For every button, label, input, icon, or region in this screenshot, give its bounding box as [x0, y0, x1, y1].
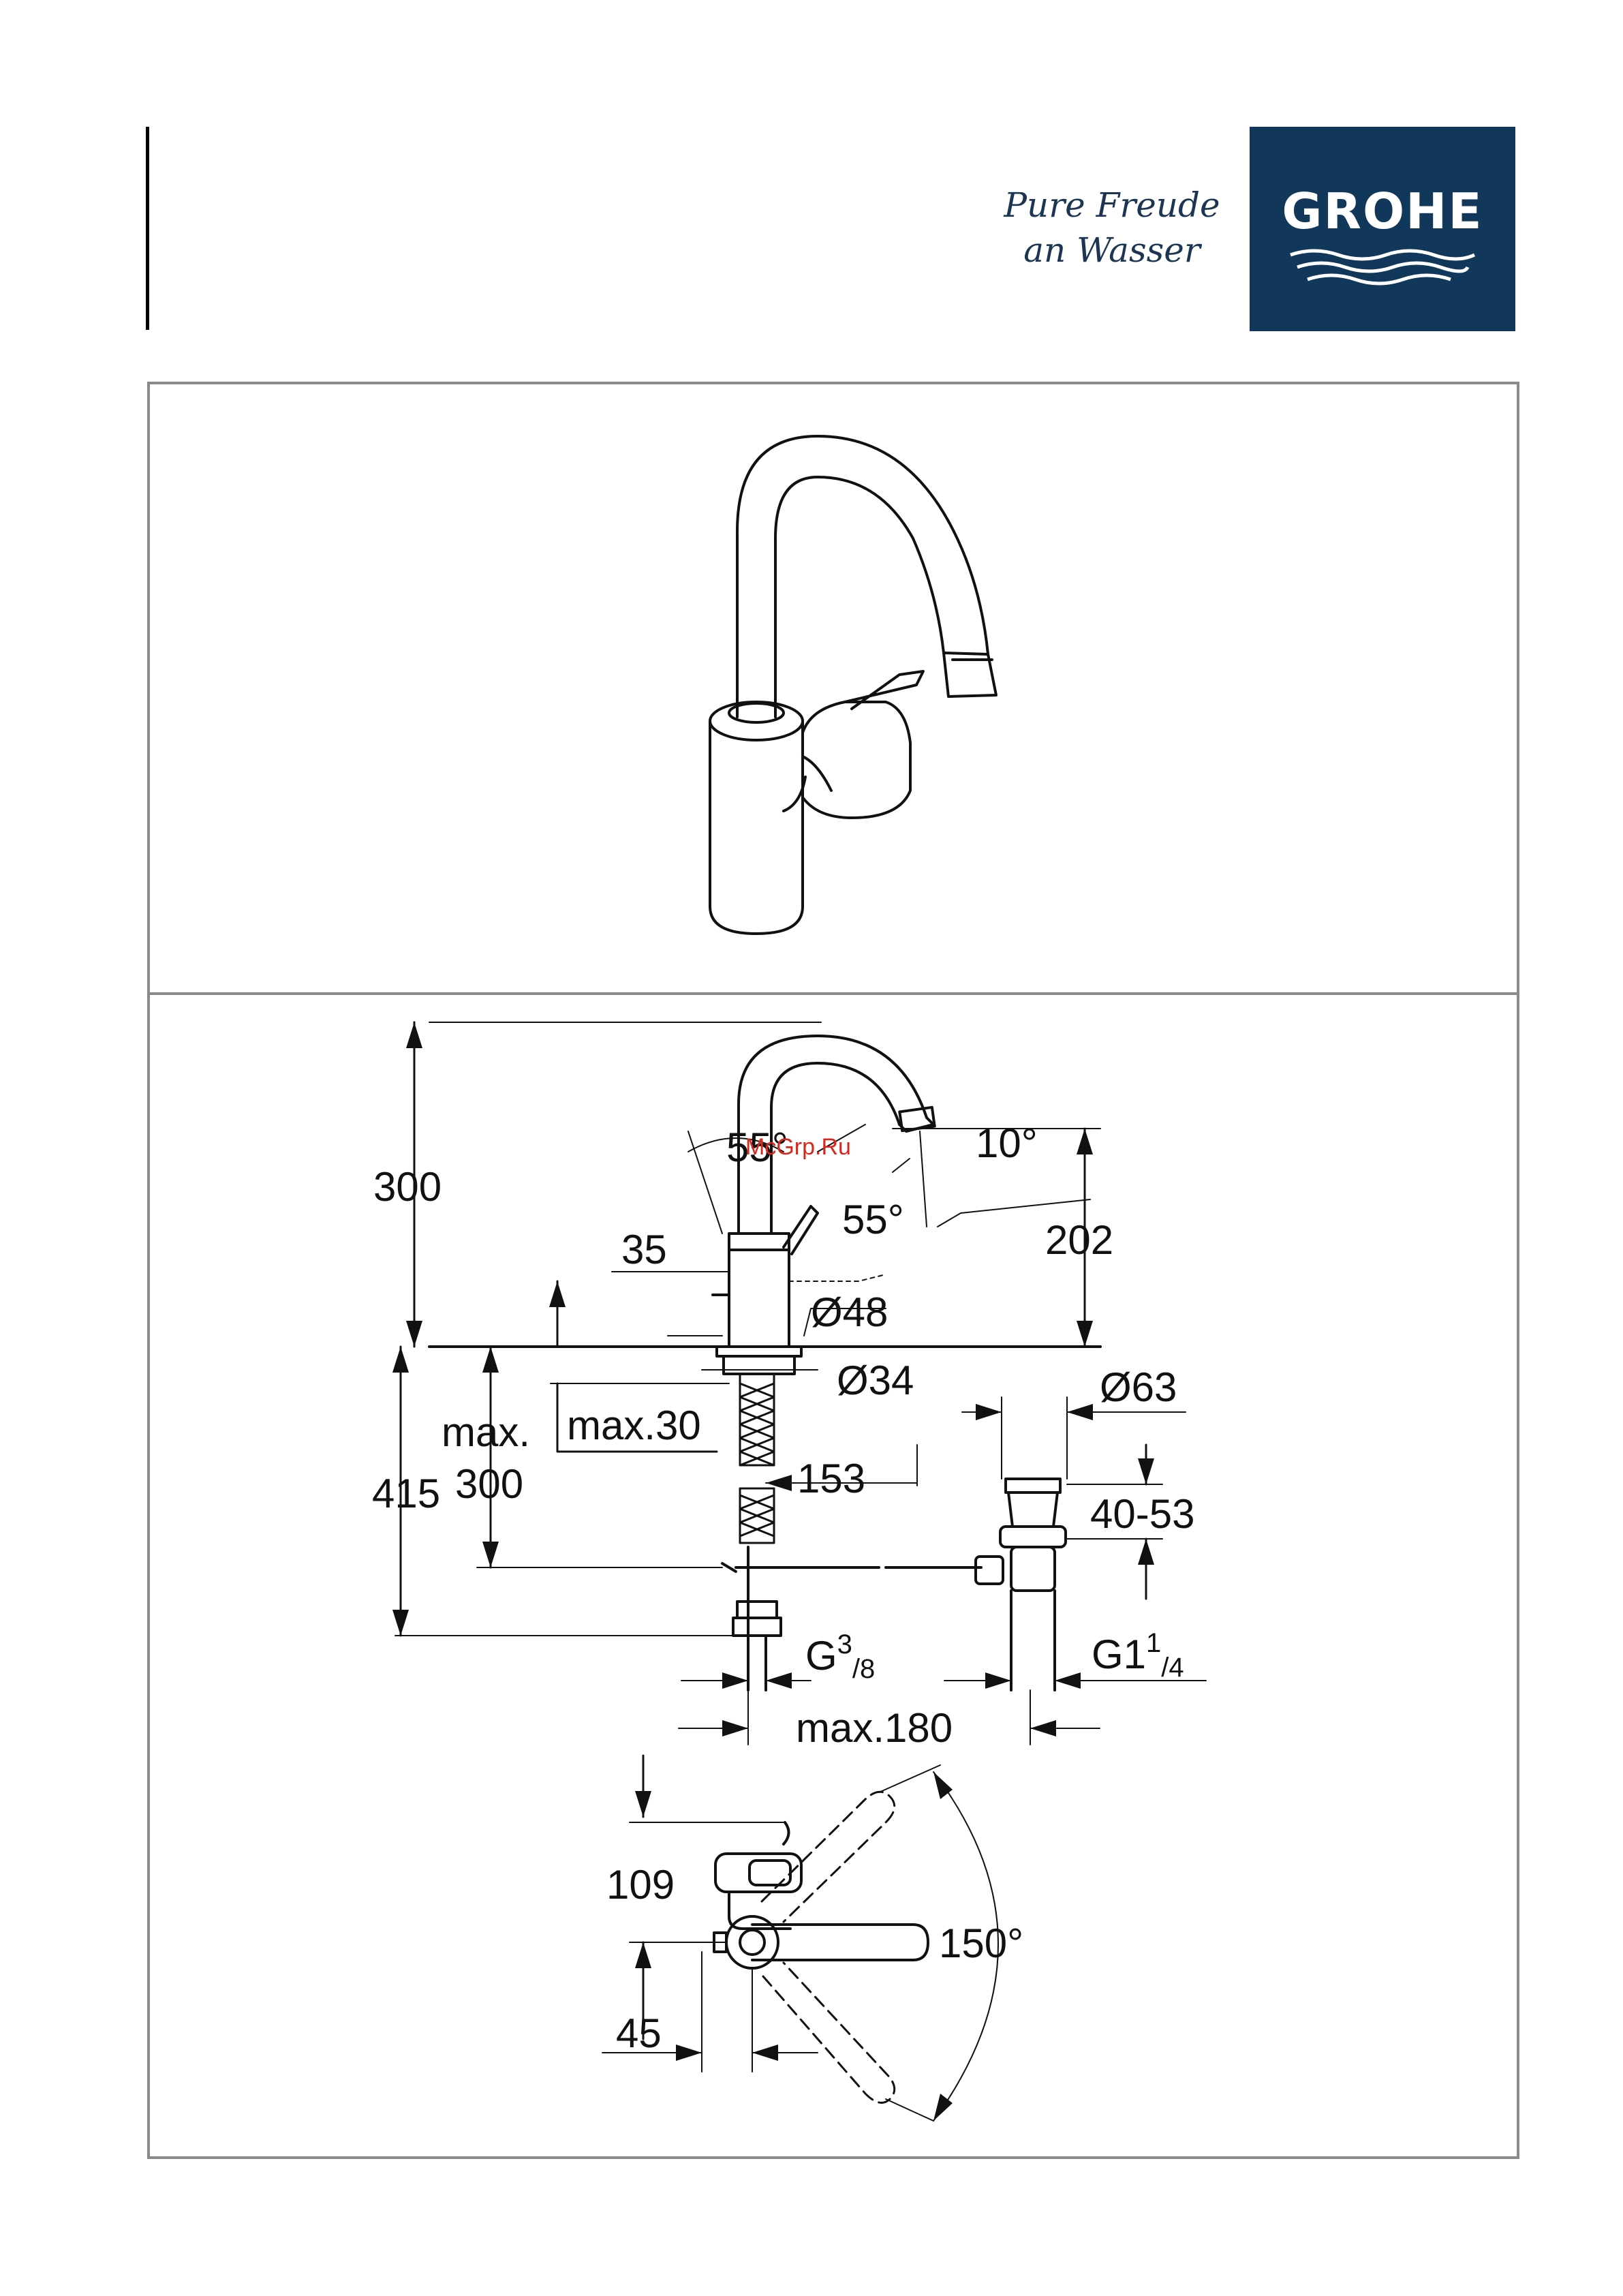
thread-g-main: G	[805, 1633, 837, 1679]
dim-202: 202	[1045, 1220, 1113, 1261]
watermark: McGrp.Ru	[745, 1134, 851, 1161]
thread-g-denominator: /8	[852, 1654, 875, 1684]
dim-height-300: 300	[373, 1167, 442, 1208]
dim-angle-55-right: 55°	[842, 1199, 904, 1240]
dim-diameter-63: Ø63	[1100, 1367, 1177, 1408]
dim-max-180: max.180	[796, 1708, 953, 1749]
dim-109: 109	[606, 1865, 675, 1905]
dim-angle-150: 150°	[939, 1923, 1023, 1964]
faucet-side-elevation	[392, 1022, 1206, 1745]
thread-g-numerator: 3	[837, 1629, 852, 1659]
dim-153: 153	[797, 1458, 865, 1499]
dim-diameter-34: Ø34	[837, 1360, 914, 1401]
dim-45: 45	[616, 2013, 662, 2054]
dim-40-53: 40-53	[1090, 1494, 1194, 1535]
dim-max-300: 300	[455, 1464, 523, 1505]
dim-thread-g-3-8: G3/8	[805, 1636, 875, 1681]
dim-35: 35	[621, 1229, 667, 1270]
dim-angle-10: 10°	[976, 1123, 1038, 1164]
thread-g1-denominator: /4	[1161, 1653, 1184, 1683]
dim-415: 415	[372, 1473, 440, 1514]
thread-g1-main: G1	[1092, 1632, 1146, 1677]
thread-g1-numerator: 1	[1146, 1628, 1161, 1658]
dim-max-30: max.30	[567, 1405, 701, 1446]
dim-diameter-48: Ø48	[811, 1292, 888, 1333]
dim-max-label: max.	[442, 1412, 530, 1453]
dim-thread-g1-1-4: G11/4	[1092, 1634, 1184, 1680]
faucet-perspective-illustration	[710, 436, 996, 934]
